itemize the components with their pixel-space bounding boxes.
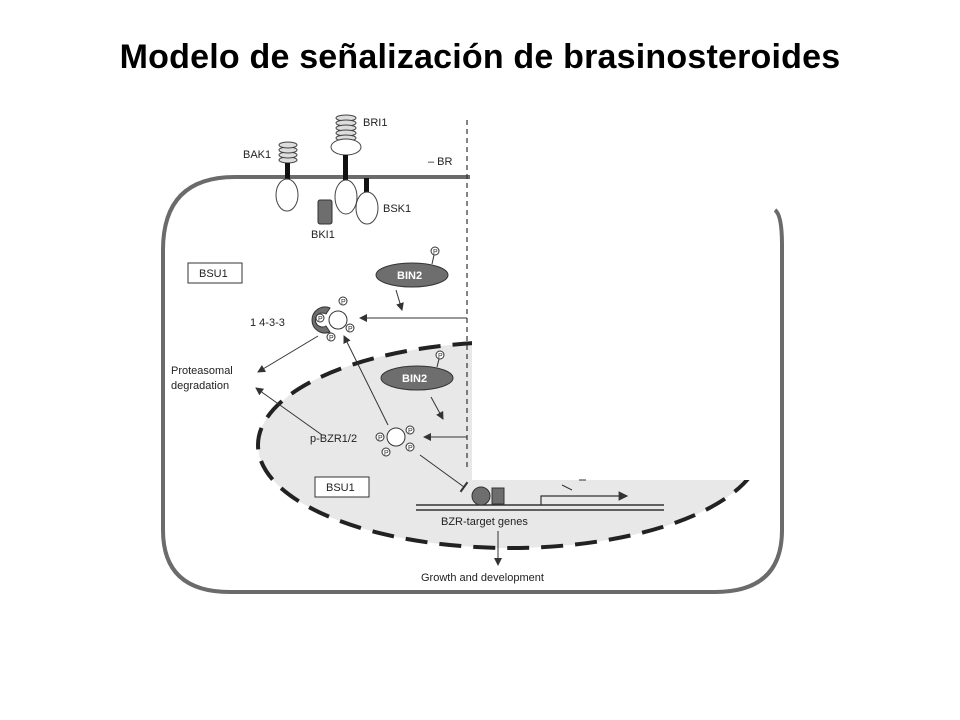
bri1-receptor — [330, 114, 362, 215]
arrow-pbzr-degradation — [255, 387, 323, 436]
bin2-nuc-arrow — [430, 396, 444, 420]
phospho-label-1433-c: P — [329, 335, 334, 342]
bak1-label: BAK1 — [243, 149, 271, 161]
inhibit-pbzr-genes — [419, 454, 469, 493]
bin2-nuc-label: BIN2 — [402, 373, 427, 385]
bin2-cyto-label: BIN2 — [397, 270, 422, 282]
bsu1-nuc-label: BSU1 — [326, 482, 355, 494]
proteasomal-label: Proteasomal — [171, 365, 233, 377]
pbzr-label: p-BZR1/2 — [310, 433, 357, 445]
bin2-nuc-protein — [380, 350, 454, 391]
phospho-label-pbzr-c: P — [408, 445, 413, 452]
pbzr-protein — [375, 425, 415, 457]
phospho-label-1433-d: P — [318, 316, 323, 323]
arrow-1433-degradation — [257, 335, 319, 373]
phospho-label-pbzr-d: P — [384, 450, 389, 457]
arrow-pbzr-to-1433 — [343, 335, 389, 426]
bin2-cyto-protein — [375, 246, 449, 288]
bri1-label: BRI1 — [363, 117, 387, 129]
protein-1433-label: 1 4-3-3 — [250, 317, 285, 329]
cell-membrane — [161, 175, 784, 594]
bki1-label: BKI1 — [311, 229, 335, 241]
phospho-label-bin2-nuc: P — [438, 353, 443, 360]
bzr-target-genes-label: BZR-target genes — [441, 516, 528, 528]
phospho-label-1433-a: P — [341, 299, 346, 306]
phospho-label-bin2-cyto: P — [433, 249, 438, 256]
bki1-protein — [317, 199, 333, 225]
phospho-label-pbzr-b: P — [408, 428, 413, 435]
bsu1-cyto-box — [187, 262, 243, 284]
minus-br-label: – BR — [428, 156, 453, 168]
slide-title: Modelo de señalización de brasinosteroid… — [119, 38, 841, 76]
protein-1433-complex — [311, 296, 355, 342]
bsk1-protein — [355, 178, 379, 225]
bin2-cyto-arrow — [395, 289, 404, 311]
growth-label: Growth and development — [421, 572, 544, 584]
bsu1-nuc-box — [314, 476, 370, 498]
phospho-label-pbzr-a: P — [378, 435, 383, 442]
degradation-label: degradation — [171, 380, 229, 392]
bak1-receptor — [275, 141, 299, 212]
bsk1-label: BSK1 — [383, 203, 411, 215]
blank-panel — [472, 110, 772, 480]
gene-region — [416, 479, 664, 511]
bsu1-cyto-label: BSU1 — [199, 268, 228, 280]
phospho-label-1433-b: P — [348, 326, 353, 333]
